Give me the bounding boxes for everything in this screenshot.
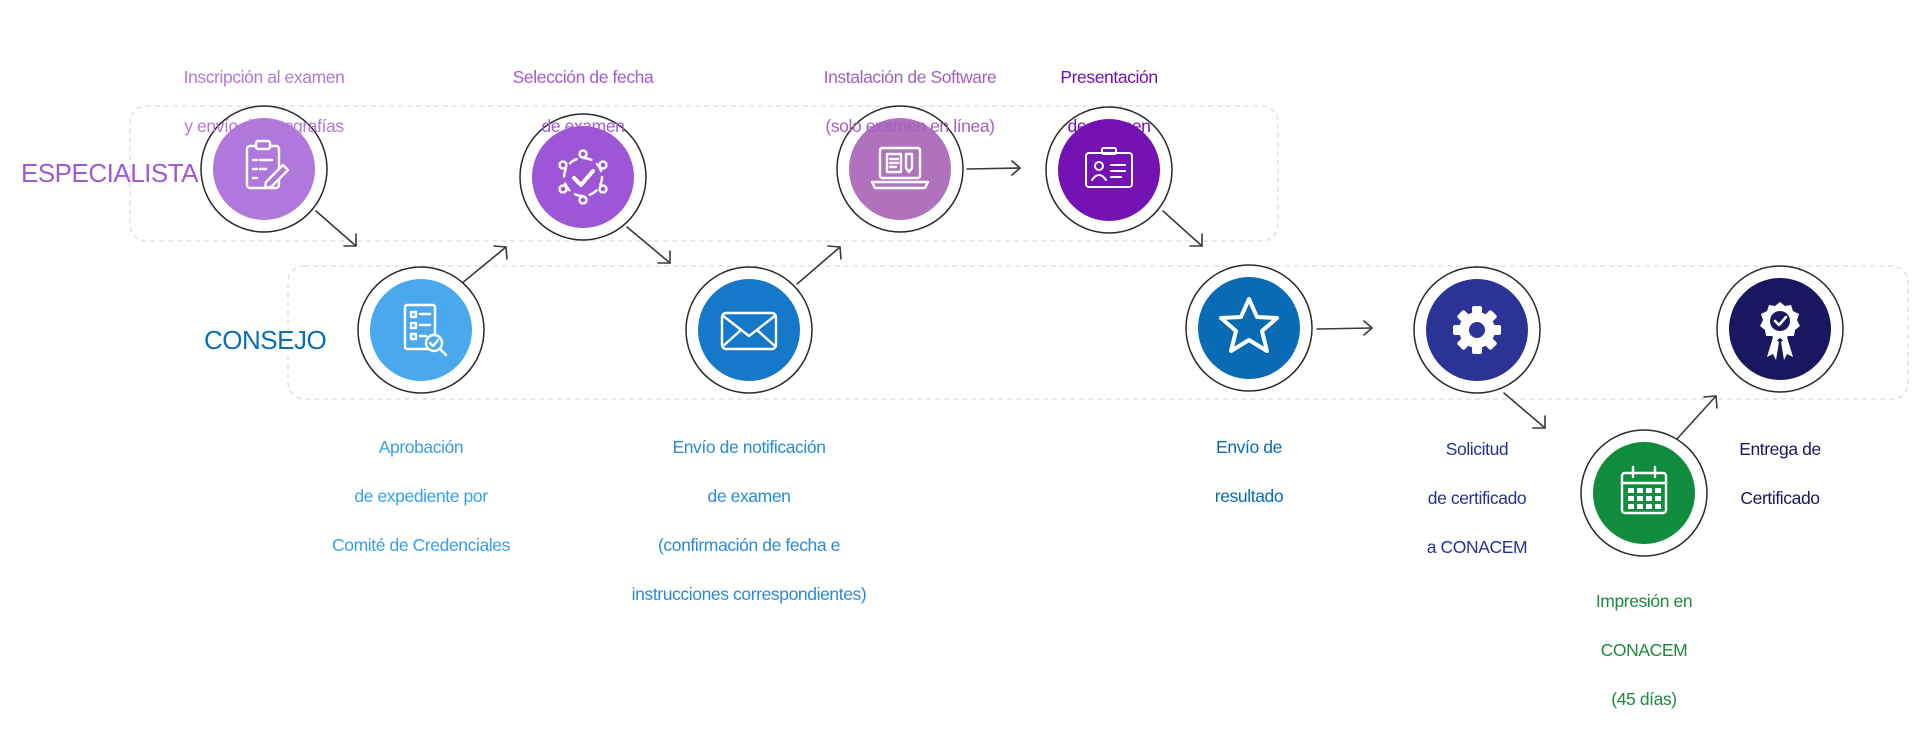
lane-consejo-box	[287, 265, 1909, 400]
label-seleccion: Selección de fecha de examen	[512, 66, 654, 136]
arrow-inscripcion-to-aprobacion	[315, 210, 357, 247]
step-aprobacion	[357, 266, 485, 394]
step-seleccion	[519, 113, 647, 241]
clipboard-edit-icon	[245, 139, 290, 190]
document-check-icon	[403, 303, 448, 357]
id-card-icon	[1085, 147, 1133, 188]
arrow-impresion-to-entrega	[1675, 395, 1718, 441]
arrow-presentacion-to-resultado	[1162, 210, 1203, 247]
label-aprobacion: Aprobación de expediente por Comité de C…	[332, 436, 510, 555]
circular-check-icon	[558, 149, 608, 205]
label-impresion: Impresión en CONACEM (45 días)	[1595, 590, 1693, 709]
label-instalacion: Instalación de Software (solo examen en …	[823, 66, 997, 136]
star-icon	[1219, 297, 1279, 353]
envelope-icon	[720, 311, 778, 351]
step-resultado	[1185, 264, 1313, 392]
label-solicitud: Solicitud de certificado a CONACEM	[1426, 438, 1528, 557]
arrow-seleccion-to-notificacion	[626, 226, 671, 264]
process-diagram	[129, 105, 1909, 557]
award-badge-icon	[1760, 302, 1800, 360]
step-notificacion	[685, 266, 813, 394]
lane-especialista-box	[129, 105, 1279, 242]
arrow-aprobacion-to-seleccion	[460, 245, 508, 285]
arrow-notificacion-to-instalacion	[796, 245, 842, 285]
step-presentacion	[1045, 106, 1173, 234]
arrow-solicitud-to-impresion	[1503, 392, 1546, 429]
lane-label-especialista: ESPECIALISTA	[21, 158, 199, 188]
arrow-resultado-to-solicitud	[1316, 320, 1373, 336]
label-entrega: Entrega de Certificado	[1739, 438, 1821, 508]
arrow-instalacion-to-presentacion	[966, 160, 1021, 176]
label-presentacion: Presentación de examen	[1060, 66, 1158, 136]
label-inscripcion: Inscripción al examen y envío de fotogra…	[183, 66, 345, 136]
laptop-document-icon	[870, 146, 930, 190]
label-notificacion: Envío de notificación de examen (confirm…	[631, 436, 867, 604]
lane-label-consejo: CONSEJO	[204, 325, 327, 355]
calendar-icon	[1620, 465, 1668, 515]
gear-icon	[1453, 306, 1501, 354]
label-resultado: Envío de resultado	[1214, 436, 1284, 506]
step-impresion	[1580, 429, 1708, 557]
